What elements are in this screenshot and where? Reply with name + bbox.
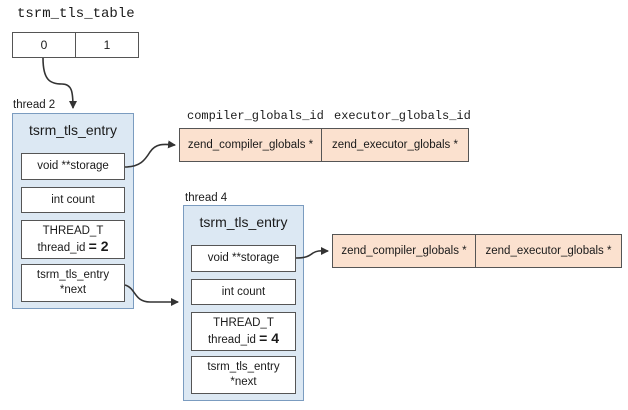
thread-b-label: thread 4 xyxy=(185,192,228,204)
thread-b-count-label: int count xyxy=(221,285,266,298)
thread-b-thread-id-value: = 4 xyxy=(259,329,280,346)
thread-b-storage-field: void **storage xyxy=(191,245,296,272)
thread-a-next-to-thread-b-arrow xyxy=(124,284,179,306)
table-cell-1: 1 xyxy=(75,32,139,58)
thread-a-thread-id-value: = 2 xyxy=(88,237,109,254)
thread-a-count-field: int count xyxy=(21,187,125,213)
thread-a-executor-globals: zend_executor_globals * xyxy=(321,128,469,162)
thread-b-next-field: tsrm_tls_entry *next xyxy=(191,356,296,394)
thread-a-thread-type: THREAD_T xyxy=(42,224,104,237)
thread-b-next-type: tsrm_tls_entry xyxy=(207,361,280,373)
thread-b-thread-id-field: THREAD_T thread_id = 4 xyxy=(191,312,296,351)
thread-a-next-field: tsrm_tls_entry *next xyxy=(21,264,125,302)
thread-b-storage-to-globals-arrow xyxy=(295,246,329,259)
thread-a-count-label: int count xyxy=(51,193,95,206)
thread-a-storage-to-globals-arrow xyxy=(124,140,176,168)
thread-a-next-type: tsrm_tls_entry xyxy=(36,269,110,281)
table-to-thread-a-arrow xyxy=(42,57,77,109)
thread-b-count-field: int count xyxy=(191,279,296,305)
compiler-globals-id-label: compiler_globals_id xyxy=(187,109,324,123)
thread-a-next-name: *next xyxy=(59,284,87,296)
thread-b-thread-id-name: thread_id xyxy=(207,333,256,346)
table-title: tsrm_tls_table xyxy=(17,6,135,22)
thread-b-next-name: *next xyxy=(230,376,257,388)
thread-a-compiler-globals: zend_compiler_globals * xyxy=(179,128,322,162)
thread-a-storage-label: void **storage xyxy=(37,160,109,172)
executor-globals-id-label: executor_globals_id xyxy=(334,109,471,123)
thread-a-label: thread 2 xyxy=(13,99,56,111)
thread-b-executor-globals: zend_executor_globals * xyxy=(475,234,622,268)
thread-a-storage-field: void **storage xyxy=(21,153,125,180)
thread-b-thread-type: THREAD_T xyxy=(213,316,274,329)
thread-a-thread-id-name: thread_id xyxy=(37,241,86,254)
thread-a-thread-id-field: THREAD_T thread_id = 2 xyxy=(21,220,125,259)
thread-b-storage-label: void **storage xyxy=(207,252,280,264)
thread-b-entry-title: tsrm_tls_entry xyxy=(199,214,288,230)
thread-a-entry-title: tsrm_tls_entry xyxy=(29,122,117,138)
